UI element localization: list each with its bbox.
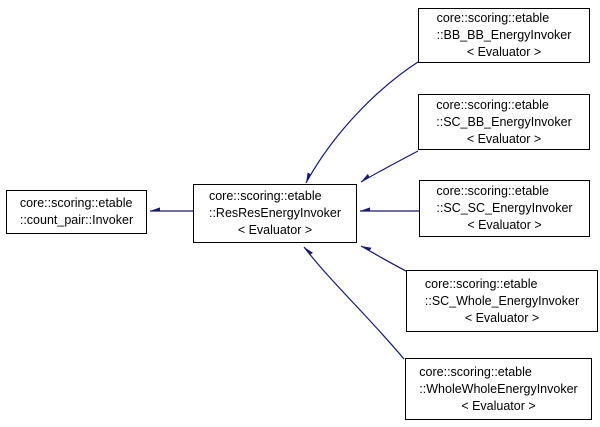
class-node-sc-whole-energy-invoker[interactable]: core::scoring::etable ::SC_Whole_EnergyI… [406,270,598,332]
template-param-line: < Evaluator > [466,131,542,146]
class-name-line: ::count_pair::Invoker [19,213,134,227]
class-name-line: ::SC_Whole_EnergyInvoker [424,293,580,308]
class-name-line: ::SC_SC_EnergyInvoker [436,201,573,215]
class-name-line: ::ResResEnergyInvoker [208,206,341,220]
class-name-line: core::scoring::etable [436,184,549,198]
class-node-whole-whole-energy-invoker[interactable]: core::scoring::etable ::WholeWholeEnergy… [405,358,592,420]
class-node-bb-bb-energy-invoker[interactable]: core::scoring::etable ::BB_BB_EnergyInvo… [418,8,590,63]
class-node-sc-sc-energy-invoker[interactable]: core::scoring::etable ::SC_SC_EnergyInvo… [419,180,590,237]
class-name-line: ::WholeWholeEnergyInvoker [419,381,578,396]
inheritance-arrow-sc-whole [360,245,409,273]
template-param-line: < Evaluator > [466,45,542,59]
template-param-line: < Evaluator > [467,218,542,232]
class-name-line: core::scoring::etable [208,189,322,203]
class-name-line: core::scoring::etable [436,11,550,25]
inheritance-arrow-whole-whole [303,246,405,360]
template-param-line: < Evaluator > [237,223,313,237]
class-name-line: core::scoring::etable [436,97,549,112]
class-node-count-pair-invoker[interactable]: core::scoring::etable ::count_pair::Invo… [6,190,147,234]
class-name-line: core::scoring::etable [419,364,532,379]
class-name-line: core::scoring::etable [19,196,133,210]
class-name-line: core::scoring::etable [424,276,538,291]
template-param-line: < Evaluator > [464,310,540,325]
inheritance-arrow-bb-bb [305,61,419,184]
inheritance-arrow-sc-bb [360,150,419,183]
class-name-line: ::BB_BB_EnergyInvoker [436,28,572,42]
class-node-res-res-energy-invoker: core::scoring::etable ::ResResEnergyInvo… [193,184,357,243]
class-name-line: ::SC_BB_EnergyInvoker [436,114,572,129]
class-node-sc-bb-energy-invoker[interactable]: core::scoring::etable ::SC_BB_EnergyInvo… [418,94,590,150]
template-param-line: < Evaluator > [461,398,536,413]
